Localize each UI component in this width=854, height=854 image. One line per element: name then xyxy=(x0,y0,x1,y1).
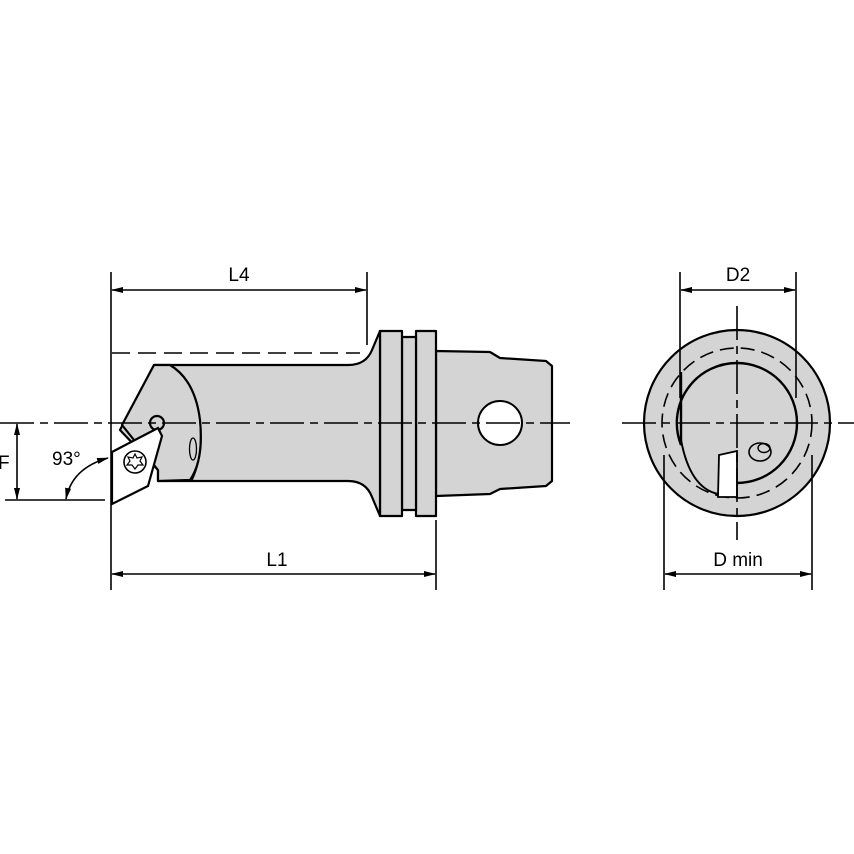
screw-head-end-view-icon xyxy=(757,442,771,454)
l1-label: L1 xyxy=(266,550,287,571)
d2-label: D2 xyxy=(726,265,750,286)
bar-left-arc xyxy=(675,361,738,446)
angle-arc xyxy=(65,457,109,500)
side-view: L4 L1 F 93° xyxy=(0,265,570,590)
screw-end-view-icon xyxy=(748,442,772,462)
dmin-label: D min xyxy=(713,550,763,571)
bar-lower-contour xyxy=(680,439,719,495)
l4-label: L4 xyxy=(228,265,250,286)
end-view: D2 D min xyxy=(622,265,854,590)
torx-star-icon xyxy=(125,452,145,470)
coolant-slot-icon xyxy=(188,437,198,461)
nose-contour-line xyxy=(169,364,202,481)
f-label: F xyxy=(0,453,10,474)
angle-label: 93° xyxy=(52,449,81,470)
insert-end-view xyxy=(717,449,738,498)
